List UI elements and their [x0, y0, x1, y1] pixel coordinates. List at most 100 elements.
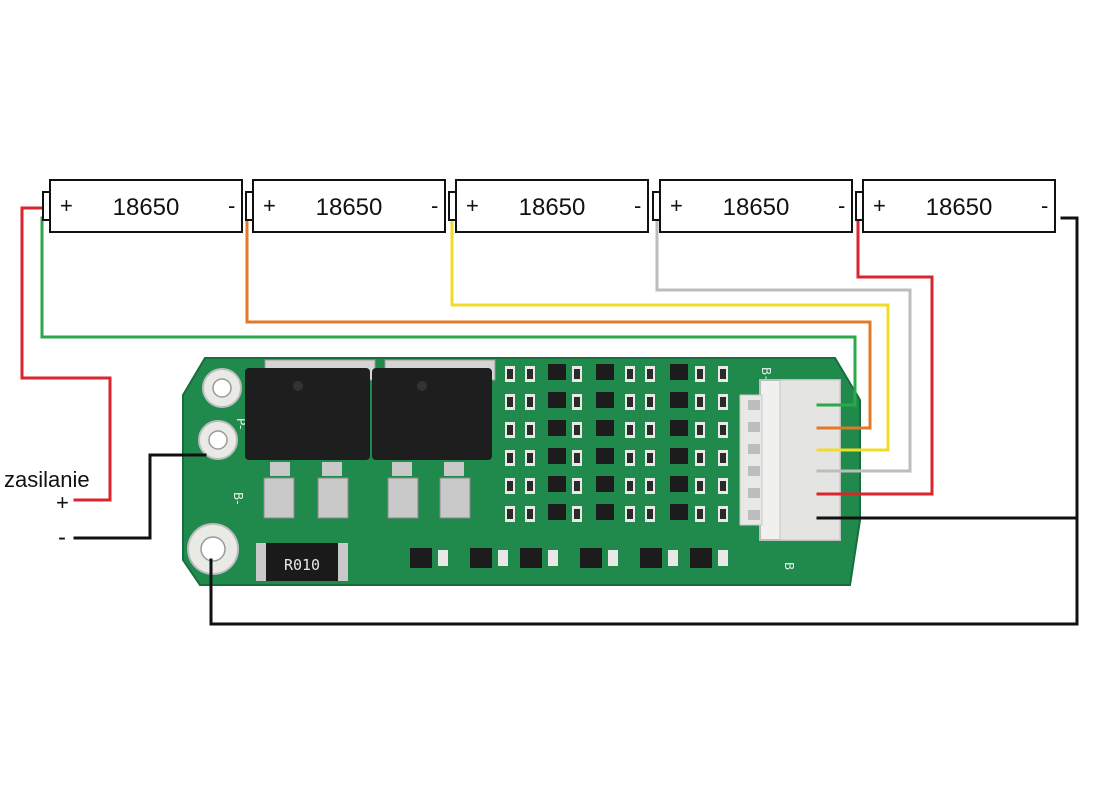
- cell-positive-cap: [855, 191, 864, 221]
- smd-resistor-body: [527, 397, 533, 407]
- smd-ic: [670, 448, 688, 464]
- smd-resistor-body: [720, 509, 726, 519]
- smd-resistor-body: [507, 397, 513, 407]
- wire-balance-yellow: [450, 216, 890, 452]
- smd-resistor-body: [697, 397, 703, 407]
- cell-plus-sign: +: [670, 193, 683, 218]
- smd-resistor-body: [627, 425, 633, 435]
- supply-label: zasilanie: [4, 467, 90, 492]
- battery-cell: +18650-: [652, 179, 853, 233]
- cell-minus-sign: -: [634, 193, 641, 218]
- wires: [20, 206, 1079, 626]
- smd-resistor-body: [647, 425, 653, 435]
- smd-resistor-body: [720, 397, 726, 407]
- smd-transistor: [580, 548, 602, 568]
- supply-label-group: zasilanie + -: [4, 467, 90, 551]
- smd-ic: [596, 504, 614, 520]
- cell-plus-sign: +: [466, 193, 479, 218]
- smd-ic: [670, 504, 688, 520]
- pad-pminus-mid: [198, 420, 238, 460]
- cell-plus-sign: +: [60, 193, 73, 218]
- smd-components: [410, 364, 728, 568]
- smd-transistor: [690, 548, 712, 568]
- cell-minus-sign: -: [1041, 193, 1048, 218]
- supply-minus-sign: -: [58, 524, 66, 551]
- smd-resistor-body: [647, 369, 653, 379]
- cell-positive-cap: [42, 191, 51, 221]
- smd-resistor-body: [527, 509, 533, 519]
- smd-resistor-body: [720, 453, 726, 463]
- battery-cell: +18650 -: [448, 179, 649, 233]
- smd-ic: [548, 504, 566, 520]
- pad-pminus-top: [202, 368, 242, 408]
- cell-label: 18650: [723, 194, 790, 221]
- smd-resistor-body: [647, 481, 653, 491]
- smd-resistor-body: [697, 509, 703, 519]
- smd-resistor-body: [574, 509, 580, 519]
- smd-resistor-body: [627, 397, 633, 407]
- smd-resistor-body: [574, 481, 580, 491]
- supply-plus-sign: +: [56, 490, 69, 515]
- cell-body: [862, 179, 1056, 233]
- smd-resistor-body: [507, 453, 513, 463]
- smd-ic: [670, 420, 688, 436]
- cell-positive-cap: [245, 191, 254, 221]
- smd-resistor: [668, 550, 678, 566]
- smd-resistor-body: [574, 425, 580, 435]
- cell-body: [49, 179, 243, 233]
- cell-minus-sign: -: [228, 193, 235, 218]
- silk-b: B: [782, 562, 796, 570]
- battery-cells: +18650-+18650-+18650-+18650-+18650-: [42, 179, 1056, 233]
- silk-bminus: B-: [231, 492, 245, 505]
- wire-battery-minus: [209, 216, 1079, 626]
- battery-cell: +18650-: [245, 179, 446, 233]
- bms-board: P- B- B+ B R010: [182, 357, 861, 586]
- smd-resistor-body: [527, 481, 533, 491]
- balance-connector: [739, 379, 841, 541]
- wire-supply-minus: [73, 453, 207, 540]
- cell-label: 18650: [926, 194, 993, 221]
- smd-transistor: [470, 548, 492, 568]
- shunt-resistor: R010: [256, 543, 348, 581]
- smd-resistor-body: [647, 453, 653, 463]
- smd-resistor-body: [697, 425, 703, 435]
- smd-resistor-body: [507, 369, 513, 379]
- smd-resistor-body: [697, 481, 703, 491]
- battery-cell: +18650 -: [855, 179, 1056, 233]
- smd-ic: [548, 364, 566, 380]
- smd-resistor-body: [507, 481, 513, 491]
- smd-transistor: [640, 548, 662, 568]
- smd-ic: [596, 448, 614, 464]
- cell-positive-cap: [652, 191, 661, 221]
- cell-positive-cap: [448, 191, 457, 221]
- smd-resistor-body: [574, 397, 580, 407]
- smd-resistor: [548, 550, 558, 566]
- smd-resistor-body: [627, 481, 633, 491]
- cell-label: 18650: [316, 194, 383, 221]
- wire-balance-gray: [655, 216, 912, 473]
- wire-balance-red: [816, 216, 934, 496]
- smd-resistor-body: [697, 453, 703, 463]
- cell-label: 18650: [113, 194, 180, 221]
- wire-supply-plus: [20, 206, 112, 502]
- mosfet-1: [245, 359, 376, 519]
- cell-label: 18650: [519, 194, 586, 221]
- cell-plus-sign: +: [873, 193, 886, 218]
- smd-ic: [670, 476, 688, 492]
- shunt-marking: R010: [284, 556, 320, 574]
- smd-ic: [596, 392, 614, 408]
- smd-ic: [596, 420, 614, 436]
- smd-ic: [548, 420, 566, 436]
- smd-resistor-body: [627, 453, 633, 463]
- smd-resistor-body: [574, 369, 580, 379]
- smd-ic: [548, 392, 566, 408]
- smd-ic: [596, 364, 614, 380]
- smd-resistor-body: [647, 397, 653, 407]
- cell-plus-sign: +: [263, 193, 276, 218]
- pad-bminus: [187, 523, 239, 575]
- smd-resistor-body: [507, 509, 513, 519]
- smd-resistor-body: [720, 369, 726, 379]
- smd-resistor-body: [527, 369, 533, 379]
- smd-resistor-body: [720, 425, 726, 435]
